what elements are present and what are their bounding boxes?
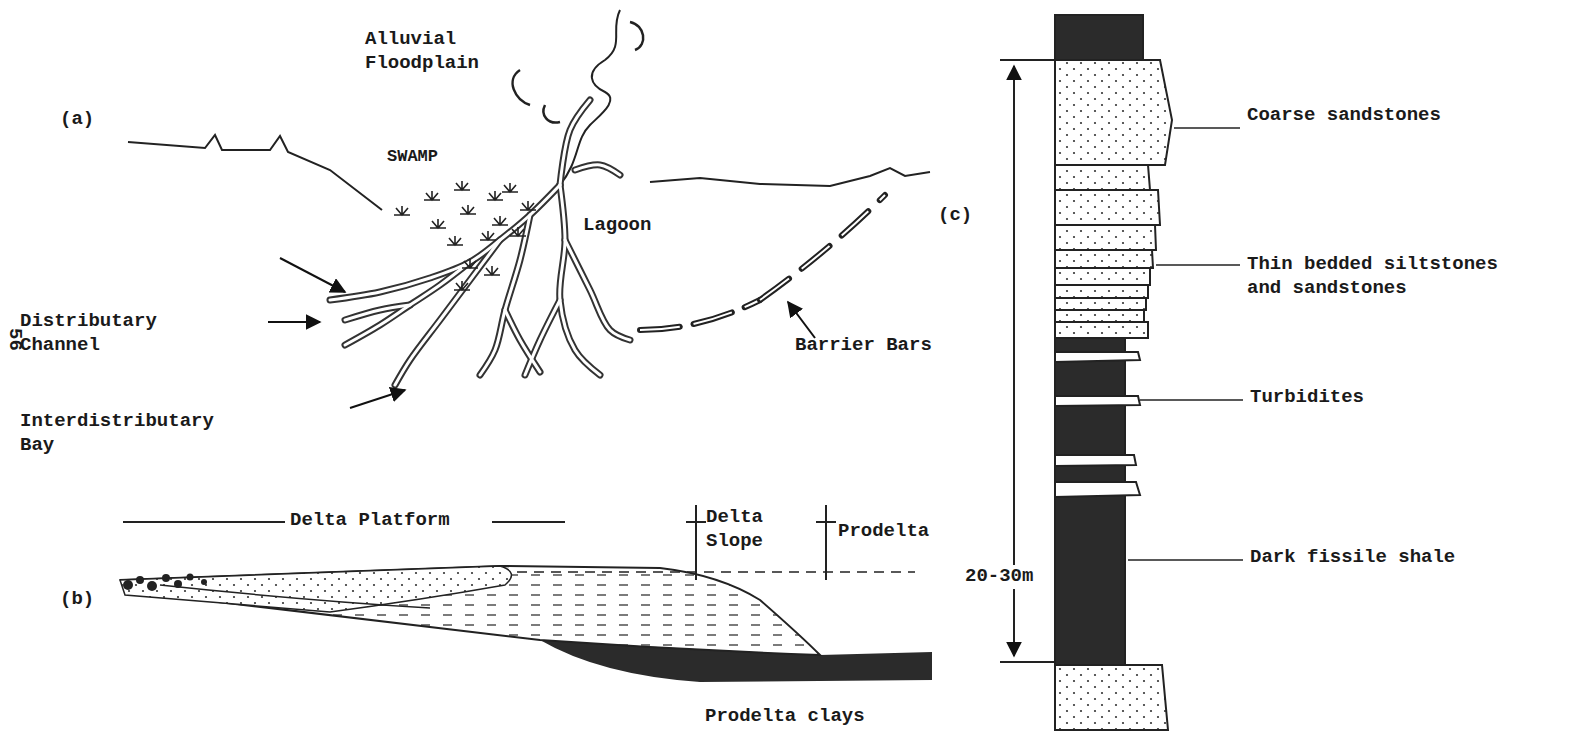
grass-tuft xyxy=(447,236,463,245)
channel-core xyxy=(505,310,540,372)
label: Prodelta xyxy=(838,520,929,544)
channel-core xyxy=(480,215,530,375)
grass-tuft xyxy=(424,191,440,200)
label: Interdistributary Bay xyxy=(20,410,245,458)
channel-core xyxy=(565,240,630,340)
channel-core xyxy=(345,262,470,345)
label: (a) xyxy=(60,108,94,132)
grass-tuft xyxy=(520,201,536,210)
grass-tuft xyxy=(460,205,476,214)
grass-tuft xyxy=(487,191,503,200)
grass-tuft xyxy=(510,227,526,236)
label: (b) xyxy=(60,588,94,612)
plan-view xyxy=(128,10,930,330)
label: Delta Slope xyxy=(706,506,786,554)
channel-core xyxy=(560,185,600,375)
label: Thin bedded siltstones and sandstones xyxy=(1247,253,1537,301)
label: Delta Platform xyxy=(290,509,450,533)
label: Distributary Channel xyxy=(20,310,185,358)
channel-outline xyxy=(565,240,630,340)
label: (c) xyxy=(938,204,972,228)
channel-core xyxy=(395,240,500,385)
grass-tuft xyxy=(454,181,470,190)
label: Alluvial Floodplain xyxy=(365,28,505,76)
channel-core xyxy=(560,100,590,185)
label: Turbidites xyxy=(1250,386,1364,410)
label: 20-30m xyxy=(962,565,1036,589)
grass-tuft xyxy=(454,281,470,290)
swamp-vegetation xyxy=(394,181,536,290)
grass-tuft xyxy=(480,231,496,240)
channel-outline xyxy=(525,300,560,375)
channel-core xyxy=(345,305,410,320)
label: SWAMP xyxy=(387,146,438,167)
grass-tuft xyxy=(462,259,478,268)
channel-outline xyxy=(575,165,620,175)
label: Lagoon xyxy=(583,214,651,238)
label: 56 xyxy=(2,328,26,351)
channel-outline xyxy=(505,310,540,372)
stratigraphic-column xyxy=(1000,15,1243,730)
grass-tuft xyxy=(492,216,508,225)
channel-outline xyxy=(560,185,600,375)
cross-section xyxy=(120,505,932,682)
channel-core xyxy=(575,165,620,175)
grass-tuft xyxy=(430,219,446,228)
grass-tuft xyxy=(484,266,500,275)
distributary-channels xyxy=(330,100,630,385)
label-arrows xyxy=(268,258,815,408)
grass-tuft xyxy=(394,206,410,215)
channel-core xyxy=(525,300,560,375)
grass-tuft xyxy=(502,183,518,192)
label: Coarse sandstones xyxy=(1247,104,1441,128)
label: Dark fissile shale xyxy=(1250,546,1455,570)
label: Barrier Bars xyxy=(795,334,932,358)
label: Prodelta clays xyxy=(705,705,865,729)
